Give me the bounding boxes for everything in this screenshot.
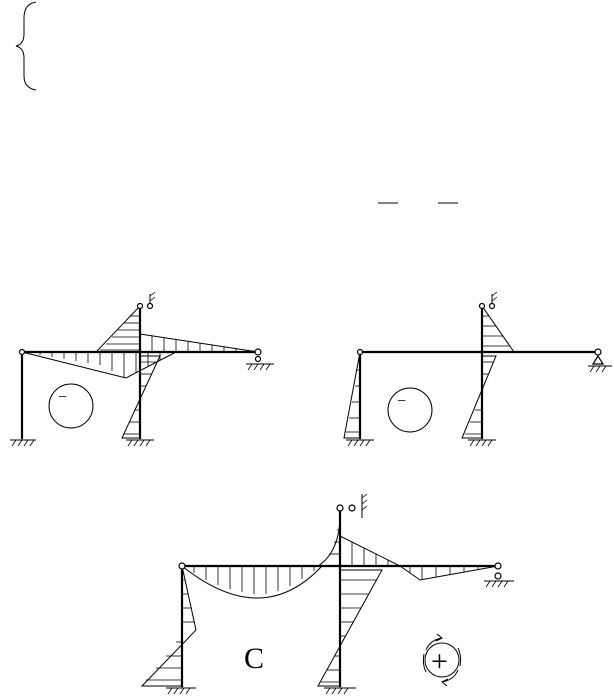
frame-3-side-symbol: C bbox=[244, 642, 264, 675]
frame-3-moment-area-column-curve bbox=[316, 513, 341, 567]
frame-3-circled-plus-rotation-icon bbox=[422, 633, 462, 687]
frame-1-moment-area-right bbox=[139, 333, 259, 353]
frame-3-moment-area-right-span bbox=[339, 535, 499, 581]
frame-3-diagram: C + bbox=[140, 493, 514, 695]
frame-1-moment-area-column-top bbox=[94, 304, 141, 353]
frame-2-moment-area-top bbox=[481, 304, 515, 353]
equation-brace-icon bbox=[15, 1, 37, 91]
frame-1-circle-sign: − bbox=[58, 389, 67, 406]
frame-3-moment-area-left-column bbox=[140, 565, 197, 687]
frame-2-diagram: − bbox=[343, 291, 612, 447]
frame-2-circle-sign: − bbox=[397, 393, 406, 410]
frame-3-circle-sign: + bbox=[431, 645, 448, 678]
frame-3-moment-area-column-bottom bbox=[317, 569, 383, 687]
frame-2-circled-minus-sign-icon bbox=[387, 387, 433, 433]
frame-3-moment-area-left-span bbox=[180, 565, 324, 599]
frame-1-circled-minus-sign-icon bbox=[48, 383, 94, 429]
frame-1-diagram: − bbox=[10, 291, 274, 447]
frame-2-moment-area-left-column bbox=[343, 351, 361, 439]
frame-2-moment-area-bottom bbox=[461, 355, 497, 439]
